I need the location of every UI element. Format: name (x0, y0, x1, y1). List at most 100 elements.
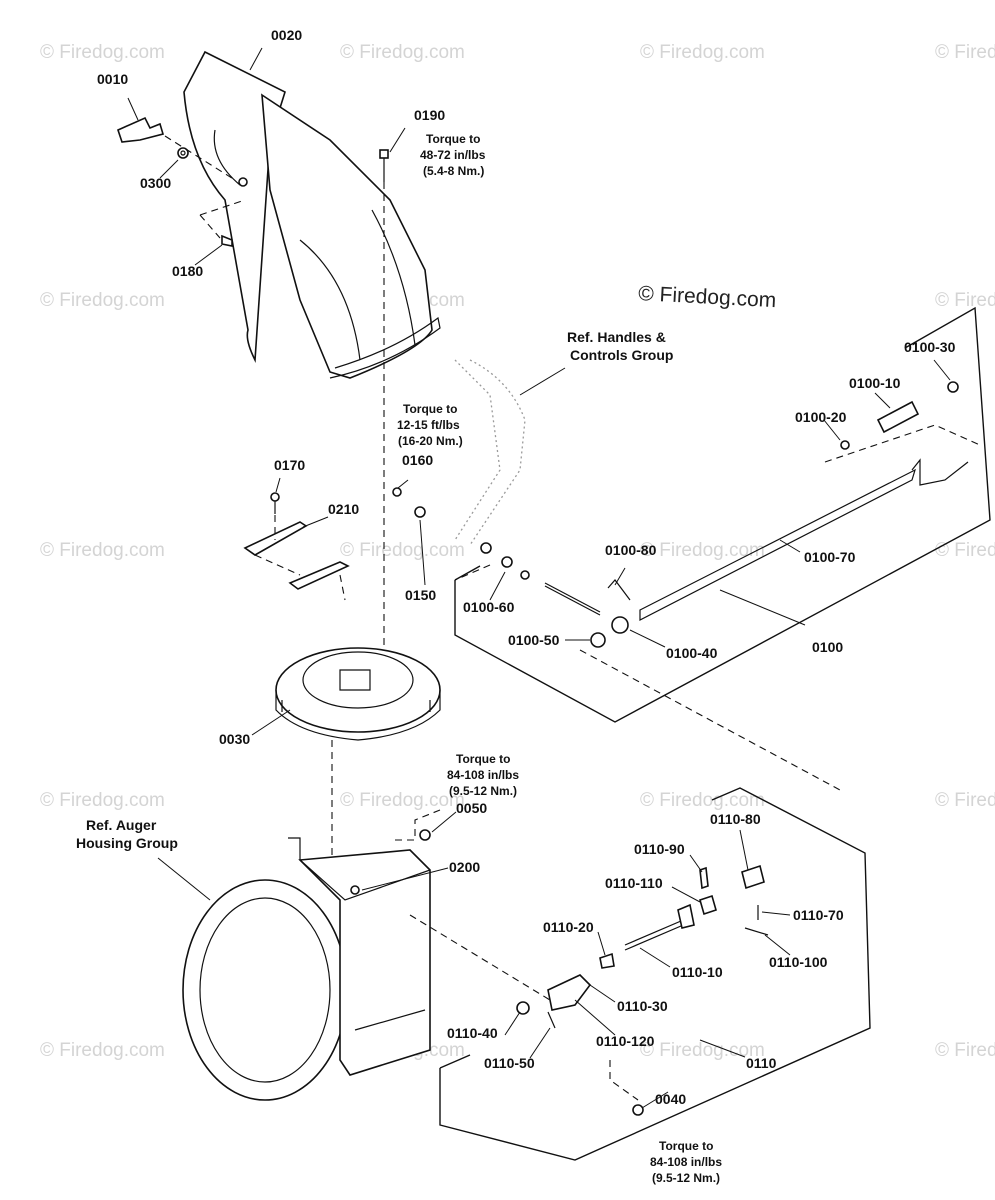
ring-inner (302, 651, 414, 709)
leader-line (671, 886, 701, 903)
chute-flange (329, 316, 441, 379)
part-label-0150: 0150 (405, 587, 436, 603)
part-label-0040: 0040 (655, 1091, 686, 1107)
leader-line (639, 947, 671, 968)
ref-label-line: Controls Group (570, 347, 673, 363)
torque-note-line: (16-20 Nm.) (398, 434, 463, 448)
part-label-0110-100: 0110-100 (769, 954, 828, 970)
leader-line (157, 857, 211, 901)
leader-line (761, 911, 791, 916)
torque-note-line: Torque to (659, 1139, 713, 1153)
washer-0150 (414, 506, 426, 518)
watermark: © Firedog.com (40, 540, 165, 561)
leader-line (597, 931, 606, 956)
lower-housing (182, 837, 431, 1101)
watermark: © Firedog.com (640, 790, 765, 811)
part-label-0100: 0100 (812, 639, 843, 655)
torque-note-line: Torque to (456, 752, 510, 766)
leader-line (361, 867, 449, 891)
pin-0110-50 (547, 1011, 556, 1029)
fitting-0110-10 (677, 903, 695, 929)
rod-0110-10 (624, 922, 689, 951)
part-label-0180: 0180 (172, 263, 203, 279)
knob-0010 (117, 116, 165, 143)
torque-note-line: (9.5-12 Nm.) (652, 1171, 720, 1185)
leader-line (574, 999, 616, 1036)
spring (544, 582, 601, 613)
part-label-0110-10: 0110-10 (672, 964, 723, 980)
part-label-0010: 0010 (97, 71, 128, 87)
bracket-0110-120 (547, 974, 592, 1011)
leader-line (589, 984, 616, 1003)
leader-line (251, 709, 291, 736)
leader-line (823, 419, 841, 441)
leader-line (519, 367, 566, 396)
chute-assembly (183, 50, 441, 379)
pin-0110-90 (699, 866, 709, 890)
watermark: © Firedog.com (340, 42, 465, 63)
part-label-0100-50: 0100-50 (508, 632, 560, 648)
chute-bolt-hole (238, 177, 248, 187)
ref-label-line: Ref. Auger (86, 817, 157, 833)
housing-edge (354, 1009, 426, 1031)
watermark: © Firedog.com (935, 790, 995, 811)
assembly-line (164, 135, 236, 181)
torque-note-0040: Torque to 84-108 in/lbs (9.5-12 Nm.) (650, 1139, 722, 1185)
washer-0100-20 (840, 440, 850, 450)
leader-line (933, 359, 951, 381)
nut-0050 (419, 829, 431, 841)
shift-rod-crank (911, 458, 969, 486)
ring-side (275, 690, 441, 741)
washer-0100-60a (480, 542, 492, 554)
part-label-0100-30: 0100-30 (904, 339, 956, 355)
ref-auger-label: Ref. Auger Housing Group (76, 817, 178, 851)
bolt-0200 (350, 885, 360, 895)
bolt-0190-head (379, 149, 389, 159)
block-0110-110 (699, 894, 717, 916)
torque-note-line: 48-72 in/lbs (420, 148, 486, 162)
leader-line (431, 811, 457, 833)
part-label-0100-80: 0100-80 (605, 542, 657, 558)
watermark: © Firedog.com (40, 1040, 165, 1061)
part-label-0030: 0030 (219, 731, 250, 747)
part-labels: 0010 0020 0300 0180 0190 0170 0210 0160 … (97, 27, 956, 1107)
leader-line (779, 539, 801, 553)
housing-body (298, 849, 431, 1076)
torque-note-line: 84-108 in/lbs (650, 1155, 722, 1169)
leader-line (699, 1039, 746, 1058)
washer-0100-60b (501, 556, 513, 568)
watermark: © Firedog.com (935, 1040, 995, 1061)
washer-0100-60c (520, 570, 530, 580)
watermark: © Firedog.com (40, 290, 165, 311)
chute-ring-0030 (275, 647, 441, 741)
assembly-line (395, 809, 441, 841)
leader-line (874, 392, 891, 409)
ref-label-line: Ref. Handles & (567, 329, 666, 345)
shift-rod (639, 468, 916, 621)
plate-0210-lower (288, 561, 350, 590)
torque-note-line: (5.4-8 Nm.) (423, 164, 484, 178)
clip-0110-80 (741, 864, 765, 890)
watermark: © Firedog.com (640, 1040, 765, 1061)
torque-note-line: 84-108 in/lbs (447, 768, 519, 782)
leader-line (719, 589, 806, 626)
part-label-0100-20: 0100-20 (795, 409, 847, 425)
handle-0100-10 (876, 400, 920, 434)
main-watermark: © Firedog.com (638, 282, 777, 312)
nut-0040 (632, 1104, 644, 1116)
watermark: © Firedog.com (340, 790, 465, 811)
pin-0100-80 (607, 579, 631, 601)
torque-note-line: Torque to (403, 402, 457, 416)
torque-note-line: (9.5-12 Nm.) (449, 784, 517, 798)
leader-line (194, 244, 223, 266)
assembly-line (609, 1060, 639, 1101)
watermark: © Firedog.com (40, 42, 165, 63)
part-label-0200: 0200 (449, 859, 480, 875)
torque-note-0160: Torque to 12-15 ft/lbs (16-20 Nm.) (397, 402, 463, 448)
leader-line (302, 516, 329, 528)
watermark: © Firedog.com (640, 540, 765, 561)
chute-edge (371, 209, 416, 346)
leader-line (419, 519, 426, 586)
